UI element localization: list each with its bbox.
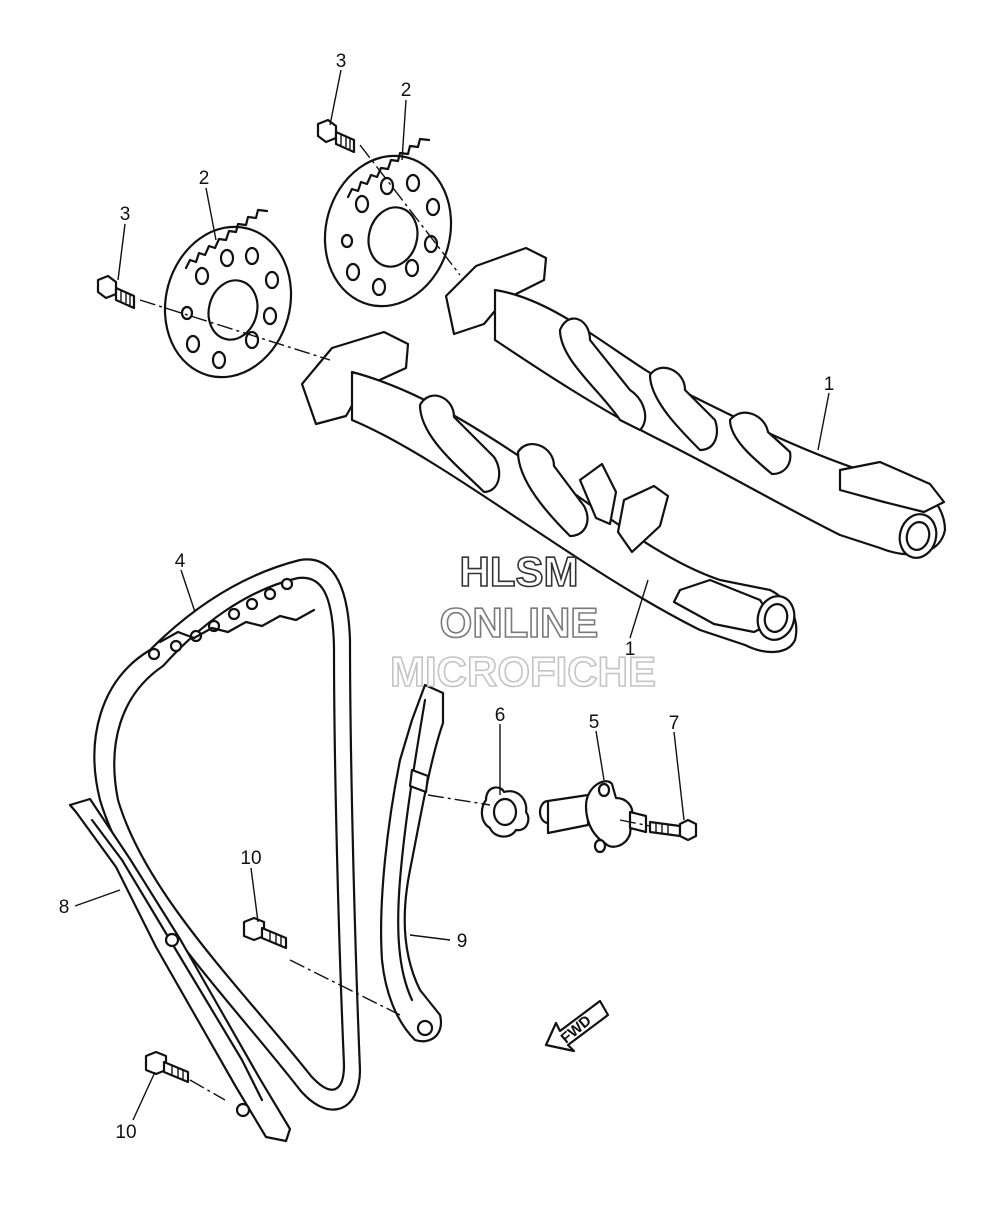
callout-6: 6	[495, 705, 506, 726]
sprocket-bolt-upper[interactable]	[316, 118, 356, 154]
callout-3-lower: 3	[120, 204, 131, 225]
cam-sprocket-lower[interactable]	[148, 208, 307, 391]
callout-2-upper: 2	[401, 80, 412, 101]
tensioner-bolt[interactable]	[648, 818, 698, 842]
timing-chain[interactable]	[93, 558, 362, 1111]
sprocket-holes-upper	[340, 173, 441, 297]
chain-tensioner[interactable]	[538, 780, 648, 854]
camshaft-front[interactable]	[300, 330, 799, 653]
chain-links	[147, 577, 316, 661]
watermark-line3: MICROFICHE	[390, 648, 656, 695]
center-lines	[139, 144, 651, 1101]
tensioner-gasket[interactable]	[480, 786, 530, 838]
watermark: HLSM ONLINE MICROFICHE	[389, 547, 657, 696]
callout-9: 9	[457, 931, 468, 952]
cam-sprocket-upper[interactable]	[308, 137, 467, 320]
watermark-line1: HLSM	[460, 548, 579, 595]
callout-1-front: 1	[625, 639, 636, 660]
tensioner-guide[interactable]	[380, 683, 445, 1043]
callout-2-lower: 2	[199, 168, 210, 189]
sprocket-holes-lower	[180, 246, 280, 370]
callout-7: 7	[669, 713, 680, 734]
callout-1-rear: 1	[824, 374, 835, 395]
guide-bolt-upper[interactable]	[242, 916, 288, 950]
camshaft-rear[interactable]	[444, 246, 947, 562]
callout-3-upper: 3	[336, 51, 347, 72]
callout-10-lower: 10	[115, 1122, 136, 1143]
callout-8: 8	[59, 897, 70, 918]
callout-leaders	[74, 69, 830, 1121]
chain-guide[interactable]	[68, 797, 292, 1143]
guide-bolt-lower[interactable]	[144, 1050, 190, 1084]
sprocket-bolt-lower[interactable]	[96, 274, 136, 310]
watermark-line2: ONLINE	[440, 599, 599, 646]
callout-5: 5	[589, 712, 600, 733]
callout-numbers: 1 1 2 2 3 3 4 5 6 7 8 9 10 10	[59, 51, 835, 1143]
forward-arrow-icon: FWD	[544, 999, 610, 1053]
callout-10-upper: 10	[240, 848, 261, 869]
callout-4: 4	[175, 551, 186, 572]
